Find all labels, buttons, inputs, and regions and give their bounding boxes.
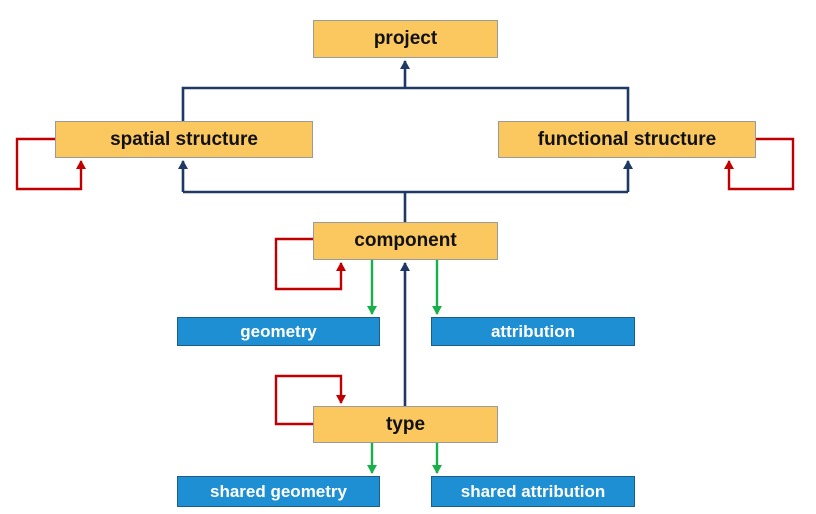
shared-attribution-label: shared attribution: [460, 481, 606, 501]
functional-structure-label: functional structure: [537, 128, 717, 150]
attribution-box: attribution: [431, 317, 635, 346]
edge-component-to-structures: [183, 190, 628, 222]
shared-geometry-label: shared geometry: [210, 481, 347, 501]
project-box: project: [313, 20, 498, 58]
edge-spatial-self: [15, 137, 86, 191]
edge-type-self: [274, 374, 346, 426]
spatial-structure-box: spatial structure: [55, 121, 313, 158]
type-box: type: [313, 406, 498, 443]
type-label: type: [385, 413, 426, 435]
edge-functional-self: [724, 137, 795, 191]
shared-geometry-box: shared geometry: [177, 476, 380, 507]
geometry-box: geometry: [177, 317, 380, 346]
spatial-structure-label: spatial structure: [110, 128, 258, 150]
edge-spatial-to-project: [181, 61, 630, 121]
shared-attribution-box: shared attribution: [431, 476, 635, 507]
functional-structure-box: functional structure: [498, 121, 756, 158]
component-box: component: [313, 222, 498, 260]
attribution-label: attribution: [490, 321, 576, 341]
component-label: component: [354, 230, 457, 251]
edge-component-self: [274, 237, 346, 291]
project-label: project: [373, 28, 438, 49]
geometry-label: geometry: [240, 321, 317, 341]
